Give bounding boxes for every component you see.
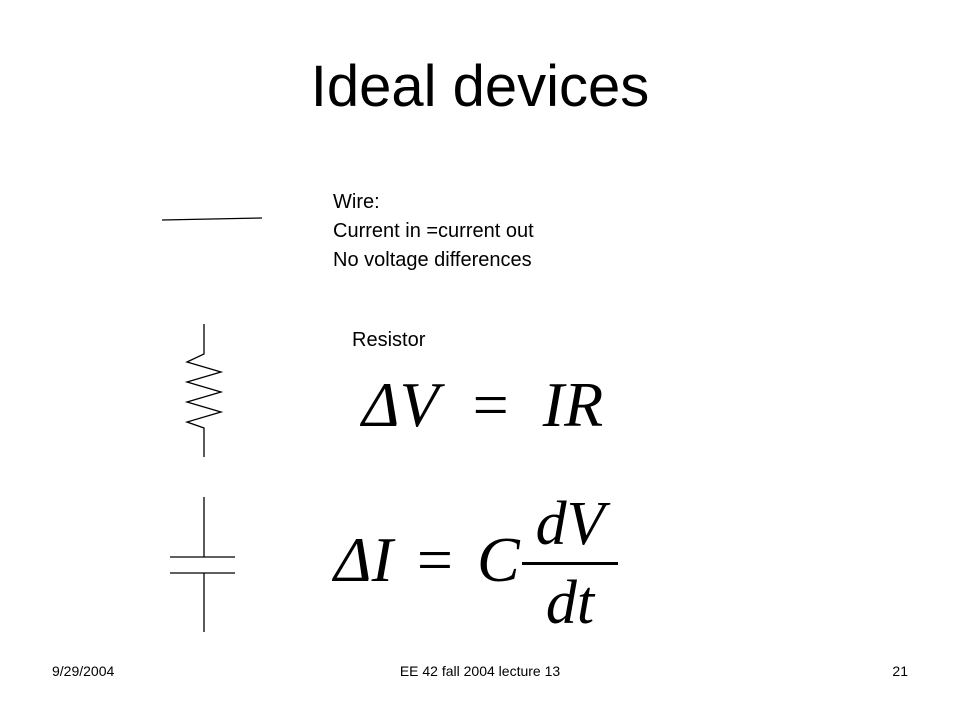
capacitor-eq-coef: C — [476, 524, 520, 595]
ohms-law-lhs: ΔV — [362, 369, 439, 440]
wire-heading: Wire: — [333, 191, 380, 213]
ohms-law-equals: = — [472, 369, 509, 440]
wire-rule-voltage: No voltage differences — [333, 249, 532, 271]
wire-rule-current: Current in =current out — [333, 220, 534, 242]
derivative-fraction: dV dt — [522, 488, 618, 639]
capacitor-eq-equals: = — [416, 524, 453, 595]
ohms-law-equation: ΔV = IR — [362, 368, 603, 442]
slide-title: Ideal devices — [310, 54, 650, 119]
fraction-bar — [522, 562, 618, 565]
wire-line — [161, 217, 263, 221]
capacitor-eq-lhs: ΔI — [334, 524, 393, 595]
footer-date: 9/29/2004 — [52, 663, 115, 679]
ohms-law-rhs: IR — [542, 369, 604, 440]
footer-page-number: 21 — [892, 663, 908, 679]
fraction-denominator: dt — [545, 569, 595, 637]
resistor-label: Resistor — [352, 329, 426, 351]
fraction-numerator: dV — [535, 490, 605, 558]
capacitor-equation: ΔI = C — [334, 523, 520, 597]
resistor-zigzag — [184, 324, 224, 457]
wire-description: Wire: Current in =current out No voltage… — [333, 188, 534, 275]
footer-course: EE 42 fall 2004 lecture 13 — [399, 663, 561, 679]
